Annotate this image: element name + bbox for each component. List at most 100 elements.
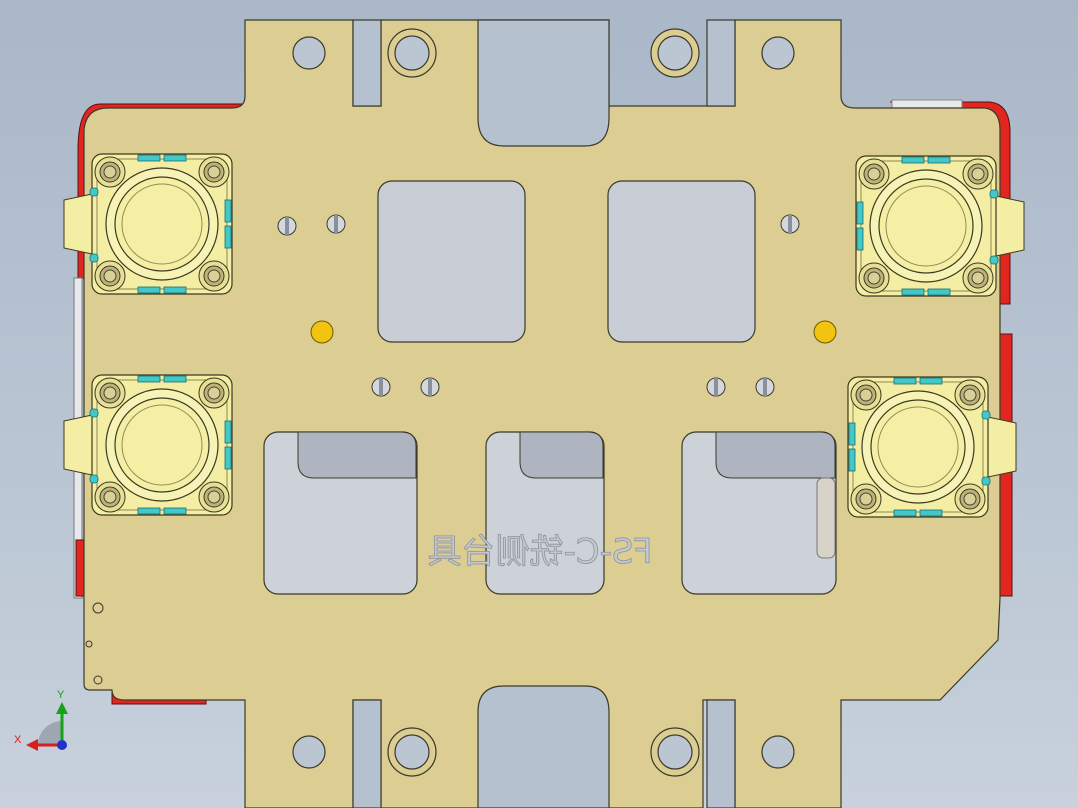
locator-pin xyxy=(813,320,837,344)
clamp-pad xyxy=(901,288,925,296)
clamp-bolt-core xyxy=(867,271,881,285)
axis-x-label: X xyxy=(14,734,22,746)
mounting-hole xyxy=(292,735,326,769)
mounting-hole xyxy=(761,735,795,769)
axis-y-label: Y xyxy=(57,689,65,701)
axis-x-arrow xyxy=(26,739,38,751)
clamp-bolt-core xyxy=(971,271,985,285)
clamp-pad xyxy=(163,507,187,515)
bottom-notch-cutout xyxy=(352,699,382,808)
gray-edge-strip xyxy=(891,99,963,109)
upper-window xyxy=(607,180,756,343)
plate-holes xyxy=(85,28,800,777)
clamp-pad xyxy=(137,286,161,294)
mounting-hole xyxy=(761,36,795,70)
clamp-pad xyxy=(893,377,917,385)
axis-y-arrow xyxy=(56,702,68,714)
clamp-pad-corner xyxy=(981,410,991,420)
clamp-piston xyxy=(870,399,966,495)
clamp-bolt-core xyxy=(859,388,873,402)
clamp-pad xyxy=(163,154,187,162)
clamp-bolt-core xyxy=(207,165,221,179)
clamp-bolt-core xyxy=(103,165,117,179)
clamp-bolt-core xyxy=(207,386,221,400)
clamp-piston-inner xyxy=(885,185,967,267)
clamp-inner-border xyxy=(96,379,228,511)
clamp-pad xyxy=(224,420,232,444)
counterbore-hole xyxy=(657,35,693,71)
clamp-tab xyxy=(995,195,1025,257)
axis-triad: YX xyxy=(14,689,68,751)
fixture-base-plate[interactable] xyxy=(83,19,1001,808)
clamp-piston xyxy=(878,178,974,274)
clamp-piston xyxy=(114,176,210,272)
clamp-bolt-core xyxy=(103,386,117,400)
clamp-bolt-core xyxy=(207,490,221,504)
edge-hole xyxy=(92,602,104,614)
mounting-hole xyxy=(292,36,326,70)
dowel-hole-slot xyxy=(379,378,383,396)
clamp-tab xyxy=(63,193,93,255)
counterbore-hole xyxy=(394,35,430,71)
clamp-pad xyxy=(848,422,856,446)
dowel-hole-slot xyxy=(788,215,792,233)
clamp-pad xyxy=(919,377,943,385)
upper-window xyxy=(377,180,526,343)
clamp-piston-inner xyxy=(121,404,203,486)
pocket-recess xyxy=(519,431,604,479)
clamp-bolt-core xyxy=(971,167,985,181)
clamp-bolt-core xyxy=(103,269,117,283)
clamp-tab xyxy=(987,416,1017,478)
engraved-text: FS-C-铣侧台具 xyxy=(428,532,653,572)
clamp-pad xyxy=(224,446,232,470)
clamp-bottom-right xyxy=(847,376,1017,518)
clamp-pad xyxy=(893,509,917,517)
clamp-bolt-core xyxy=(963,492,977,506)
clamp-pad xyxy=(224,225,232,249)
clamp-pad xyxy=(224,199,232,223)
triad-plane xyxy=(38,721,62,745)
edge-hole xyxy=(93,675,103,685)
clamp-pad-corner xyxy=(89,408,99,418)
clamp-top-right xyxy=(855,155,1025,297)
plate-windows xyxy=(263,19,837,808)
dowel-hole-slot xyxy=(763,378,767,396)
clamp-bolt-core xyxy=(207,269,221,283)
clamp-pad-corner xyxy=(89,474,99,484)
clamp-pad xyxy=(163,375,187,383)
pocket-recess xyxy=(715,431,836,479)
clamp-group xyxy=(63,153,1025,518)
edge-hole xyxy=(85,640,93,648)
dowel-hole-slot xyxy=(285,217,289,235)
clamp-inner-border xyxy=(860,160,992,292)
axis-z-dot xyxy=(57,740,67,750)
clamp-pad-corner xyxy=(989,255,999,265)
top-slot-cutout xyxy=(477,19,610,147)
clamp-pad xyxy=(137,375,161,383)
clamp-inner-border xyxy=(852,381,984,513)
locator-pins xyxy=(310,320,837,344)
engraving-group: FS-C-铣侧台具 xyxy=(427,532,653,573)
clamp-bottom-left xyxy=(63,374,233,516)
clamp-pad-corner xyxy=(981,476,991,486)
dowel-hole-slot xyxy=(334,215,338,233)
locator-pin xyxy=(310,320,334,344)
clamp-bolt-core xyxy=(859,492,873,506)
top-notch-cutout xyxy=(352,19,382,107)
clamp-pad-corner xyxy=(89,187,99,197)
pocket-insert xyxy=(816,477,836,559)
clamp-pad xyxy=(848,448,856,472)
clamp-pad xyxy=(137,507,161,515)
clamp-pad xyxy=(919,509,943,517)
clamp-piston xyxy=(114,397,210,493)
dowel-hole-slot xyxy=(714,378,718,396)
clamp-pad xyxy=(927,288,951,296)
clamp-pad xyxy=(856,227,864,251)
clamp-pad-corner xyxy=(89,253,99,263)
clamp-bolt-core xyxy=(103,490,117,504)
clamp-bolt-core xyxy=(963,388,977,402)
clamp-pad xyxy=(901,156,925,164)
clamp-piston-inner xyxy=(121,183,203,265)
